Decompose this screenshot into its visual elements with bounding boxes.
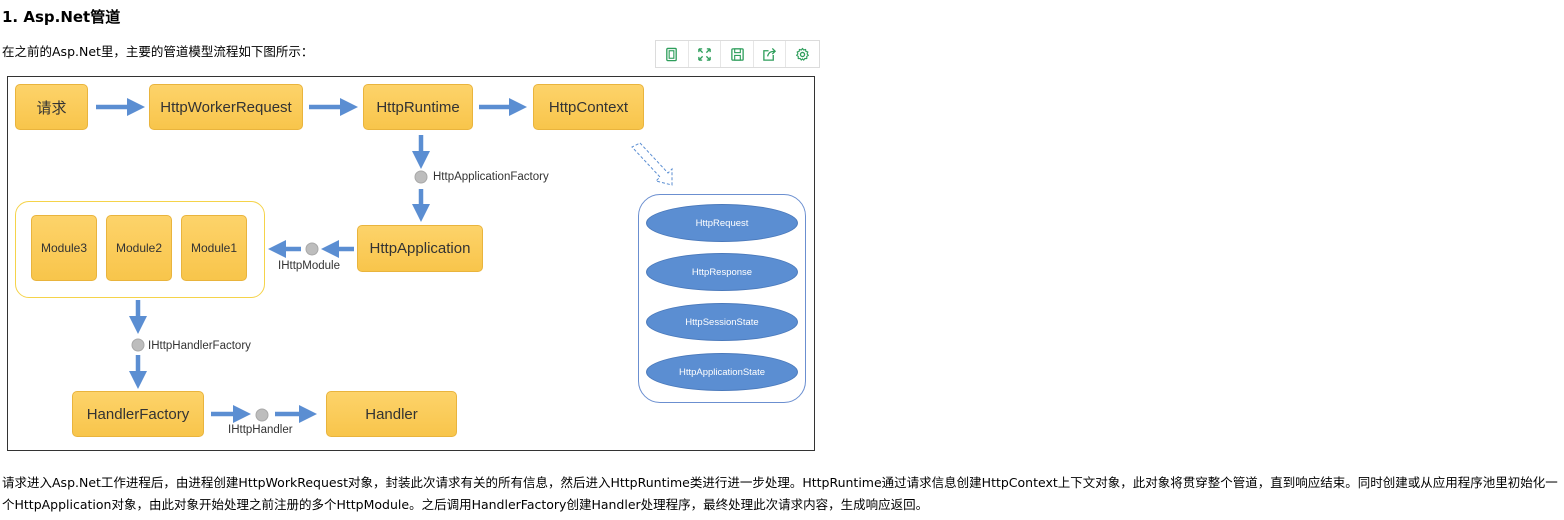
httpruntime-box: HttpRuntime <box>363 84 473 130</box>
httpapplicationfactory-label: HttpApplicationFactory <box>433 171 549 183</box>
httpworkerrequest-box: HttpWorkerRequest <box>149 84 303 130</box>
httpcontext-box: HttpContext <box>533 84 644 130</box>
module3-box: Module3 <box>31 215 97 281</box>
pipeline-diagram: 请求 HttpWorkerRequest HttpRuntime HttpCon… <box>7 76 815 451</box>
intro-text: 在之前的Asp.Net里，主要的管道模型流程如下图所示： <box>2 44 314 59</box>
httprequest-ellipse: HttpRequest <box>646 204 798 242</box>
httpresponse-ellipse: HttpResponse <box>646 253 798 291</box>
request-box: 请求 <box>15 84 88 130</box>
interface-connectors <box>131 170 428 422</box>
diagram-arrows <box>96 98 673 423</box>
handlerfactory-box: HandlerFactory <box>72 391 204 437</box>
fit-page-icon[interactable] <box>656 41 689 67</box>
ihttpmodule-label: IHttpModule <box>278 260 341 272</box>
description-paragraph: 请求进入Asp.Net工作进程后，由进程创建HttpWorkRequest对象，… <box>2 475 1558 512</box>
image-toolbar <box>655 40 820 68</box>
httpapplicationstate-ellipse: HttpApplicationState <box>646 353 798 391</box>
settings-icon[interactable] <box>786 41 819 67</box>
module2-box: Module2 <box>106 215 172 281</box>
ihttphandler-label: IHttpHandler <box>228 424 293 436</box>
modules-group <box>15 201 265 298</box>
httpapplication-box: HttpApplication <box>357 225 483 272</box>
fullscreen-icon[interactable] <box>689 41 722 67</box>
handler-box: Handler <box>326 391 457 437</box>
ihttphandlerfactory-label: IHttpHandlerFactory <box>148 340 251 352</box>
section-heading: 1. Asp.Net管道 <box>2 8 121 26</box>
share-icon[interactable] <box>754 41 787 67</box>
module1-box: Module1 <box>181 215 247 281</box>
dashed-arrow <box>631 142 673 186</box>
save-icon[interactable] <box>721 41 754 67</box>
context-container <box>638 194 806 403</box>
flow-arrows <box>96 98 527 423</box>
httpsessionstate-ellipse: HttpSessionState <box>646 303 798 341</box>
